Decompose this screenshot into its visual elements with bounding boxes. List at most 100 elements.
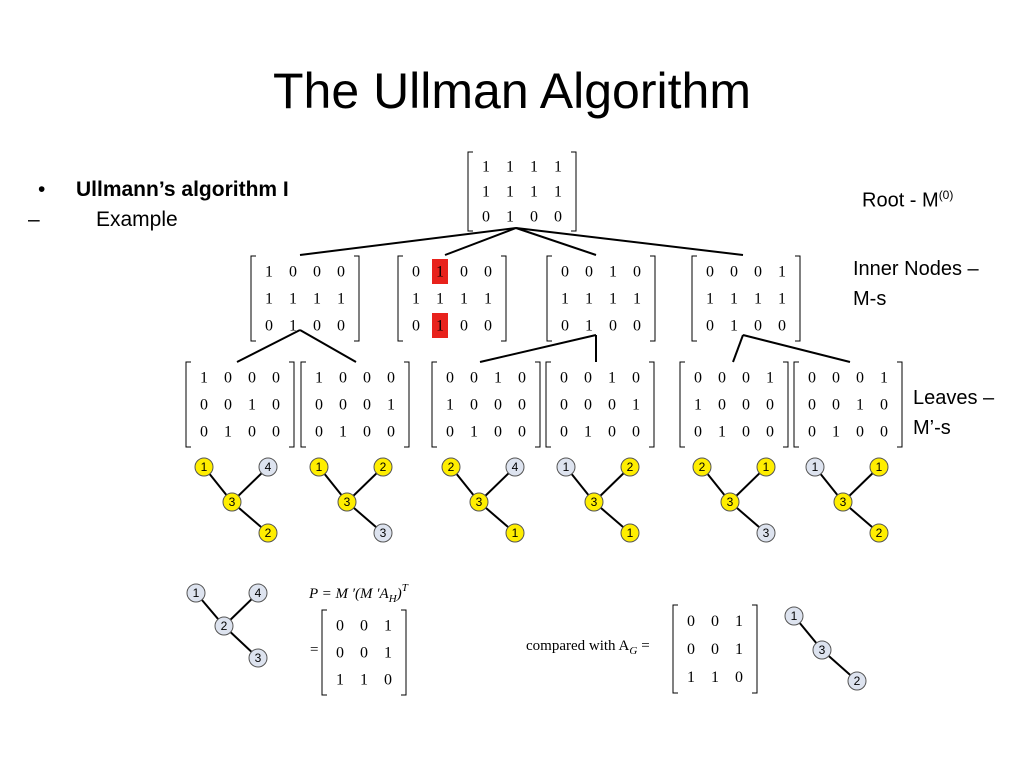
- matrix-bracket-left: [672, 604, 678, 694]
- leaf-graph-node: 3: [337, 492, 357, 512]
- compared-eq: =: [641, 638, 649, 654]
- matrix-bracket-right: [501, 255, 507, 342]
- h-graph-node: 2: [214, 616, 234, 636]
- h-graph-node: 1: [186, 583, 206, 603]
- matrix-cell: 1: [200, 370, 208, 387]
- p-formula-rhs: ): [396, 586, 402, 602]
- matrix-cell: 1: [585, 291, 593, 308]
- bullet-dash: –: [28, 208, 40, 231]
- leaf-graph-node: 1: [309, 457, 329, 477]
- graph-node-circle: [214, 616, 234, 636]
- matrix-cell: 1: [339, 424, 347, 441]
- matrix-cell: 0: [412, 264, 420, 281]
- graph-node-circle: [186, 583, 206, 603]
- matrix-cell: 1: [412, 291, 420, 308]
- graph-node-label: 3: [591, 495, 598, 509]
- graph-node-label: 3: [476, 495, 483, 509]
- matrix-cell: 0: [687, 613, 695, 630]
- matrix-cell: 1: [633, 291, 641, 308]
- matrix-cell: 0: [808, 424, 816, 441]
- matrix-bracket-left: [185, 361, 191, 448]
- leaf-graph-node: 1: [505, 523, 525, 543]
- graph-node-label: 3: [819, 643, 826, 657]
- matrix-cell: 1: [766, 370, 774, 387]
- matrix-cell: 0: [446, 370, 454, 387]
- inner-nodes-label: Inner Nodes – M-s: [853, 254, 979, 314]
- matrix-cell: 1: [248, 397, 256, 414]
- tree-edge: [236, 329, 301, 363]
- matrix-cell: 1: [384, 645, 392, 662]
- graph-node-label: 1: [763, 460, 770, 474]
- matrix-bracket-left: [679, 361, 685, 448]
- matrix-cell: 0: [687, 641, 695, 658]
- matrix-cell: 1: [609, 291, 617, 308]
- matrix-cell: 1: [754, 291, 762, 308]
- matrix-cell: 0: [265, 318, 273, 335]
- matrix-cell: 1: [482, 184, 490, 201]
- matrix-cell: 0: [337, 318, 345, 335]
- graph-node-label: 3: [763, 526, 770, 540]
- matrix-cell: 1: [584, 424, 592, 441]
- leaf-graph-node: 3: [756, 523, 776, 543]
- graph-node-label: 3: [840, 495, 847, 509]
- graph-node-circle: [337, 492, 357, 512]
- matrix-cell: 0: [363, 424, 371, 441]
- matrix-cell: 0: [248, 424, 256, 441]
- graph-node-circle: [505, 457, 525, 477]
- matrix-cell: 1: [554, 184, 562, 201]
- tree-edge: [515, 227, 597, 256]
- graph-node-circle: [869, 523, 889, 543]
- matrix-cell: 1: [880, 370, 888, 387]
- bullet-text-ullmann: Ullmann’s algorithm I: [76, 178, 289, 201]
- leaf-graph-node: 2: [692, 457, 712, 477]
- matrix-cell: 0: [609, 318, 617, 335]
- matrix-cell: 1: [730, 318, 738, 335]
- matrix-cell: 1: [735, 613, 743, 630]
- matrix-cell: 0: [494, 397, 502, 414]
- graph-node-label: 3: [229, 495, 236, 509]
- matrix-cell: 0: [856, 424, 864, 441]
- graph-node-circle: [833, 492, 853, 512]
- tree-edge: [515, 227, 744, 256]
- matrix-cell: 0: [706, 318, 714, 335]
- matrix-bracket-right: [649, 361, 655, 448]
- matrix-cell: 0: [766, 397, 774, 414]
- matrix-cell: 1: [561, 291, 569, 308]
- matrix-cell: 1: [735, 641, 743, 658]
- matrix-cell: 0: [706, 264, 714, 281]
- matrix-cell: 0: [633, 264, 641, 281]
- matrix-bracket-right: [795, 255, 801, 342]
- graph-node-circle: [720, 492, 740, 512]
- matrix-cell: 0: [633, 318, 641, 335]
- matrix-cell: 0: [880, 397, 888, 414]
- leaf-graph-node: 3: [222, 492, 242, 512]
- matrix-cell: 0: [336, 645, 344, 662]
- p-formula-sub: H: [388, 593, 398, 605]
- graph-node-circle: [373, 523, 393, 543]
- matrix-cell: 1: [856, 397, 864, 414]
- graph-node-circle: [812, 640, 832, 660]
- graph-node-circle: [756, 523, 776, 543]
- matrix-bracket-right: [650, 255, 656, 342]
- graph-node-label: 2: [448, 460, 455, 474]
- matrix-cell: 0: [360, 618, 368, 635]
- leaf-graph-node: 3: [373, 523, 393, 543]
- matrix-cell: 1: [832, 424, 840, 441]
- p-formula-lhs: P = M ′(M ′A: [308, 586, 390, 602]
- graph-node-circle: [584, 492, 604, 512]
- matrix-cell: 0: [530, 209, 538, 226]
- matrix-cell: 1: [506, 209, 514, 226]
- matrix-cell: 0: [460, 264, 468, 281]
- matrix-cell: 1: [265, 291, 273, 308]
- graph-node-label: 4: [512, 460, 519, 474]
- matrix-cell: 1: [436, 318, 444, 335]
- matrix-bracket-left: [431, 361, 437, 448]
- matrix-cell: 0: [272, 397, 280, 414]
- leaf-graph-node: 1: [805, 457, 825, 477]
- matrix-cell: 0: [313, 264, 321, 281]
- graph-node-circle: [784, 606, 804, 626]
- matrix-cell: 0: [742, 397, 750, 414]
